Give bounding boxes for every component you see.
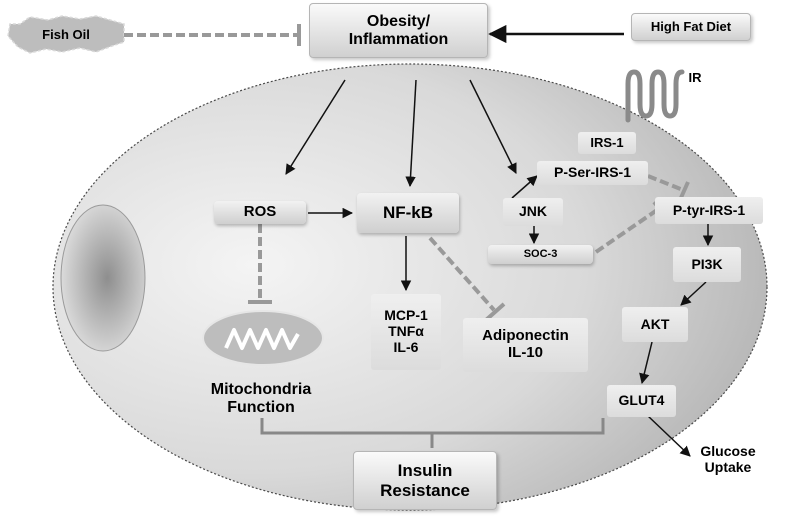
mitochondria-cristae [224, 328, 300, 350]
inhibit-pser-ptyr-line [647, 174, 684, 192]
cell-membrane [52, 63, 768, 511]
soc3-node: SOC-3 [488, 245, 593, 264]
akt-node: AKT [622, 307, 688, 342]
inhibit-nfkb-anti-bar [484, 302, 506, 322]
arrow-pi3k-to-akt [680, 281, 707, 306]
arrow-obesity-to-ros [285, 79, 346, 175]
cytokines-node: MCP-1 TNFα IL-6 [371, 294, 441, 370]
fish-oil-shape [7, 15, 125, 54]
obesity-inflammation-node: Obesity/ Inflammation [309, 3, 488, 58]
arrow-akt-to-glut4 [639, 341, 653, 385]
insulin-resistance-node: Insulin Resistance [353, 451, 497, 510]
high-fat-diet-node: High Fat Diet [631, 13, 751, 41]
inhibit-nfkb-anti-line [428, 236, 496, 312]
nfkb-node: NF-kB [357, 193, 459, 233]
pi3k-node: PI3K [673, 247, 741, 282]
nucleus [60, 204, 146, 352]
glucose-uptake-label: Glucose Uptake [700, 443, 756, 475]
irs1-node: IRS-1 [578, 132, 636, 154]
glut4-node: GLUT4 [607, 385, 676, 417]
arrow-glut4-to-glucose [647, 415, 691, 457]
p-tyr-irs1-node: P-tyr-IRS-1 [655, 197, 763, 224]
jnk-node: JNK [503, 198, 563, 226]
mitochondria-function-label: Mitochondria Function [210, 381, 312, 416]
insulin-resistance-bracket [260, 418, 605, 448]
arrow-obesity-to-jnk [469, 79, 517, 174]
arrow-obesity-to-nfkb [405, 79, 417, 188]
adiponectin-il10-node: Adiponectin IL-10 [463, 318, 588, 372]
insulin-receptor-icon [625, 69, 685, 123]
fish-oil-label: Fish Oil [42, 26, 90, 42]
arrow-jnk-to-pser [511, 175, 538, 199]
p-ser-irs1-node: P-Ser-IRS-1 [537, 161, 648, 185]
ros-node: ROS [214, 201, 306, 224]
ir-label: IR [688, 69, 702, 85]
